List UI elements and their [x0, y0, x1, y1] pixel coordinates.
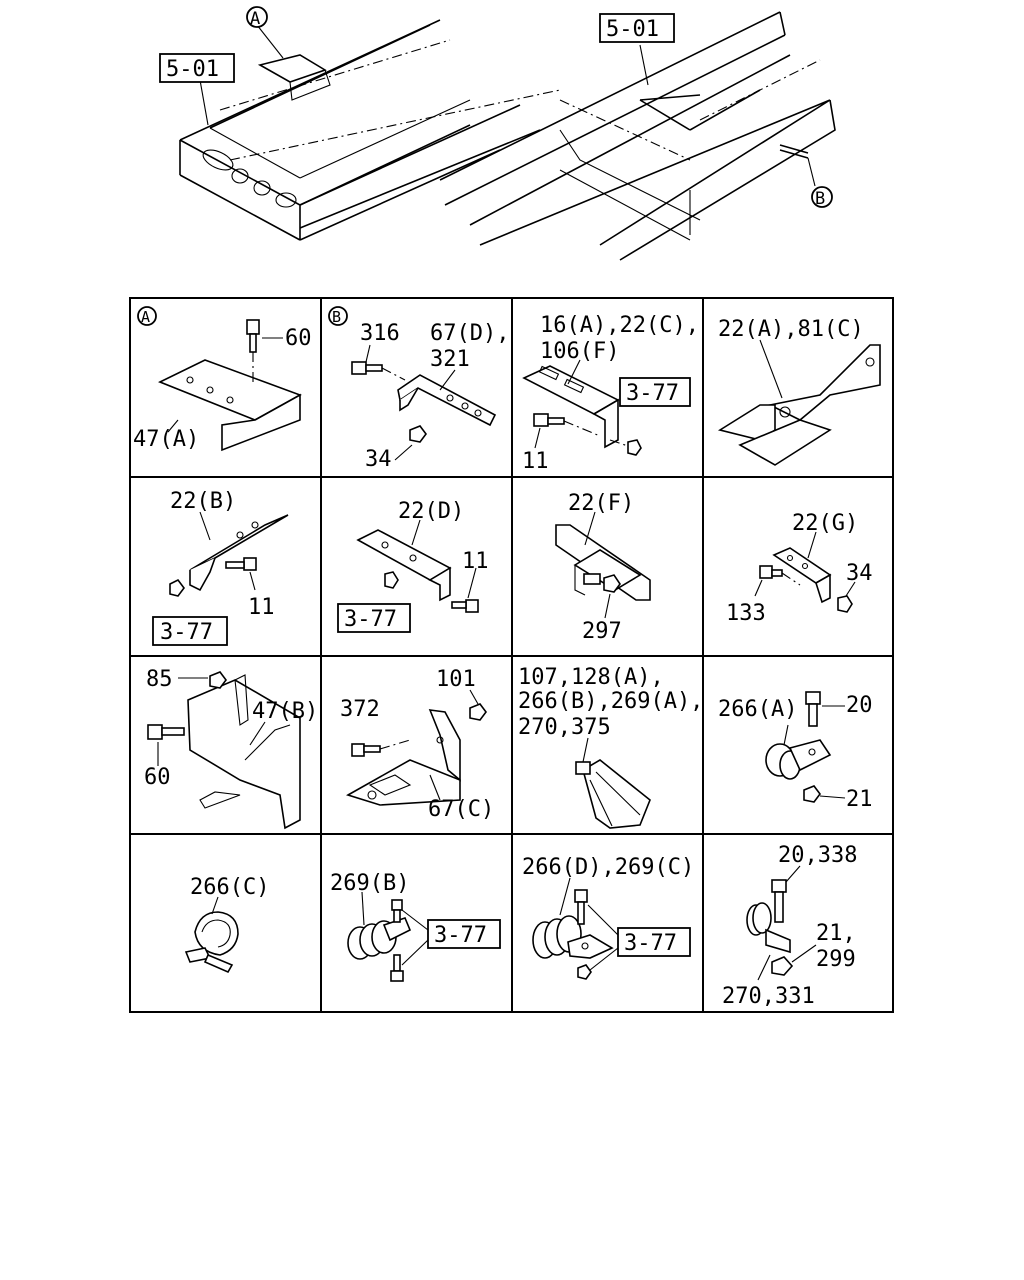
ref-box-right	[599, 13, 675, 43]
cell-6-label-1: 22(F)	[568, 491, 634, 516]
ref-box-left	[159, 53, 235, 83]
cell-b-label-2: 67(D),	[430, 321, 509, 346]
ref-box	[337, 603, 411, 633]
ref-box	[152, 616, 228, 646]
cell-10: 107,128(A), 266(B),269(A), 270,375	[518, 665, 703, 829]
cell-11: 266(A) 20 21	[718, 691, 873, 812]
bolt-part	[246, 319, 260, 335]
cell-2-label-2: 106(F)	[540, 339, 619, 364]
cell-13-label-1: 269(B)	[330, 871, 409, 896]
cell-a-label-2: 47(A)	[133, 427, 199, 452]
ref-label-left: 5-01	[166, 57, 219, 82]
cell-5-label-2: 11	[462, 549, 489, 574]
cell-b: B 316 67(D), 321 34	[328, 306, 509, 472]
cell-7-label-2: 34	[846, 561, 873, 586]
cell-a: A 60 47(A)	[133, 306, 312, 452]
ref-box	[427, 919, 501, 949]
cell-a-marker-circle	[137, 306, 157, 326]
cell-5-label-1: 22(D)	[398, 499, 464, 524]
cell-5-ref: 3-77	[344, 607, 397, 632]
cell-3-label-1: 22(A),81(C)	[718, 317, 864, 342]
cell-12: 266(C)	[184, 875, 269, 974]
cell-8-label-1: 85	[146, 667, 173, 692]
cell-15-label-2: 21,	[816, 921, 856, 946]
cell-7-label-1: 22(G)	[792, 511, 858, 536]
cell-a-marker: A	[141, 308, 150, 326]
parts-grid	[129, 297, 894, 1013]
cell-15-label-1: 20,338	[778, 843, 857, 868]
ref-label-right: 5-01	[606, 17, 659, 42]
cell-11-label-3: 21	[846, 787, 873, 812]
callout-b-label: B	[815, 189, 825, 209]
cell-13: 269(B) 3-77	[330, 871, 501, 982]
cell-13-ref: 3-77	[434, 923, 487, 948]
cell-2-ref: 3-77	[626, 381, 679, 406]
cell-4: 22(B) 11 3-77	[152, 489, 289, 646]
cell-10-label-2: 266(B),269(A),	[518, 689, 703, 714]
cell-4-ref: 3-77	[160, 620, 213, 645]
callout-a-circle	[246, 6, 268, 28]
cell-7: 22(G) 34 133	[726, 511, 873, 626]
cell-15-label-3: 299	[816, 947, 856, 972]
cell-8: 85 47(B) 60	[144, 667, 318, 830]
cell-9-label-2: 372	[340, 697, 380, 722]
cell-2: 3-77 16(A),22(C), 106(F) 11	[522, 313, 699, 474]
cell-4-label-2: 11	[248, 595, 275, 620]
cell-15-label-4: 270,331	[722, 984, 815, 1009]
cell-b-marker-circle	[328, 306, 348, 326]
cell-9-label-1: 101	[436, 667, 476, 692]
ref-box	[617, 927, 691, 957]
cell-7-label-3: 133	[726, 601, 766, 626]
cell-b-label-4: 34	[365, 447, 392, 472]
cell-9: 101 372 67(C)	[340, 667, 494, 822]
cell-15: 20,338 21, 299 270,331	[722, 843, 857, 1009]
cell-8-label-2: 47(B)	[252, 699, 318, 724]
cell-11-label-2: 20	[846, 693, 873, 718]
callout-b-circle	[811, 186, 833, 208]
cell-12-label-1: 266(C)	[190, 875, 269, 900]
cell-3: 22(A),81(C)	[717, 317, 881, 466]
cell-8-label-3: 60	[144, 765, 171, 790]
cell-b-label-1: 316	[360, 321, 400, 346]
cell-14-ref: 3-77	[624, 931, 677, 956]
cell-b-marker: B	[332, 308, 341, 326]
cell-5: 22(D) 11 3-77	[337, 499, 489, 633]
cell-14-label-1: 266(D),269(C)	[522, 855, 694, 880]
cell-10-label-3: 270,375	[518, 715, 611, 740]
overview-frame-drawing	[179, 11, 836, 261]
cell-6-label-2: 297	[582, 619, 622, 644]
cell-2-label-3: 11	[522, 449, 549, 474]
ref-box	[619, 377, 691, 407]
cell-2-label-1: 16(A),22(C),	[540, 313, 699, 338]
cell-14: 266(D),269(C) 3-77	[522, 855, 694, 980]
cell-10-label-1: 107,128(A),	[518, 665, 664, 690]
cell-4-label-1: 22(B)	[170, 489, 236, 514]
cell-b-label-3: 321	[430, 347, 470, 372]
cell-6: 22(F) 297	[555, 491, 651, 644]
cell-a-label-1: 60	[285, 326, 312, 351]
callout-a-label: A	[250, 9, 260, 29]
cell-11-label-1: 266(A)	[718, 697, 797, 722]
cell-9-label-3: 67(C)	[428, 797, 494, 822]
